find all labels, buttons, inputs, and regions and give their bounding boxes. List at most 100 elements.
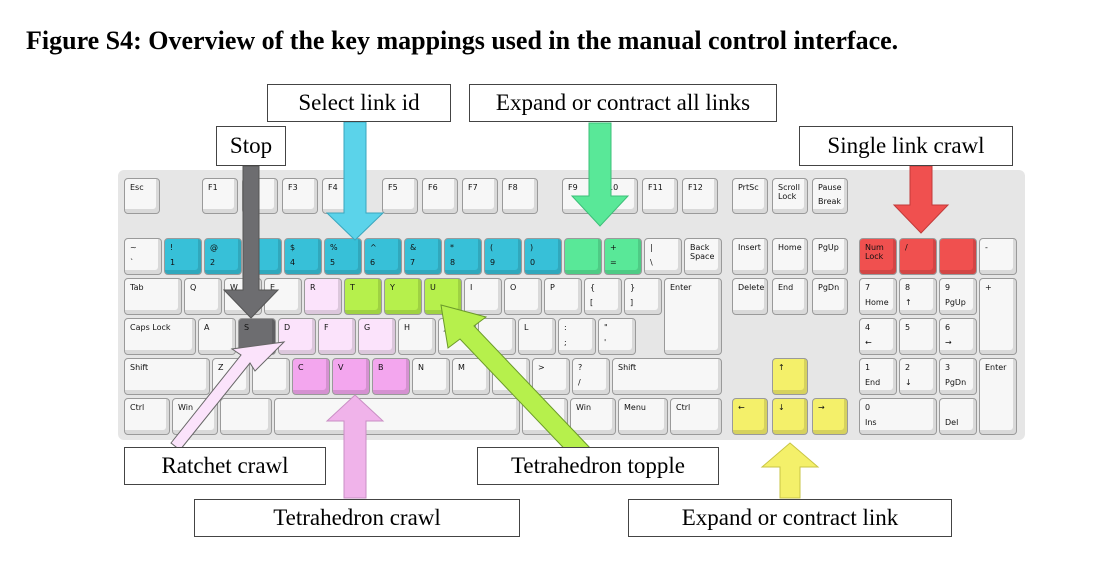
key-l[interactable]: L xyxy=(518,318,556,355)
key-rctrl[interactable]: Ctrl xyxy=(670,398,722,435)
key-esc[interactable]: Esc xyxy=(124,178,160,214)
key-numlock[interactable]: Num Lock xyxy=(859,238,897,275)
key-f6[interactable]: F6 xyxy=(422,178,458,214)
key-np6[interactable]: 6→ xyxy=(939,318,977,355)
key-f5[interactable]: F5 xyxy=(382,178,418,214)
key-n[interactable]: N xyxy=(412,358,450,395)
key-k8[interactable]: *8 xyxy=(444,238,482,275)
key-rwin[interactable]: Win xyxy=(570,398,616,435)
key-g[interactable]: G xyxy=(358,318,396,355)
key-b[interactable]: B xyxy=(372,358,410,395)
key-np4[interactable]: 4← xyxy=(859,318,897,355)
key-backslash[interactable]: |\ xyxy=(644,238,682,275)
key-bottom-label: 0 xyxy=(530,258,536,267)
key-top-label: F5 xyxy=(388,183,398,192)
key-npdot[interactable]: Del xyxy=(939,398,977,435)
key-pgdn[interactable]: PgDn xyxy=(812,278,848,315)
key-slash[interactable]: ?/ xyxy=(572,358,610,395)
key-lalt[interactable] xyxy=(220,398,272,435)
key-npdiv[interactable]: / xyxy=(899,238,937,275)
key-t[interactable]: T xyxy=(344,278,382,315)
key-np8[interactable]: 8↑ xyxy=(899,278,937,315)
key-top-label: F12 xyxy=(688,183,703,192)
key-npenter[interactable]: Enter xyxy=(979,358,1017,435)
key-f1[interactable]: F1 xyxy=(202,178,238,214)
key-tab[interactable]: Tab xyxy=(124,278,182,315)
key-delete[interactable]: Delete xyxy=(732,278,768,315)
key-downarrow[interactable]: ↓ xyxy=(772,398,808,435)
key-tilde[interactable]: ~` xyxy=(124,238,162,275)
key-prtsc[interactable]: PrtSc xyxy=(732,178,768,214)
key-enter[interactable]: Enter xyxy=(664,278,722,355)
key-f7[interactable]: F7 xyxy=(462,178,498,214)
key-top-label: 9 xyxy=(945,283,951,292)
key-home[interactable]: Home xyxy=(772,238,808,275)
key-f11[interactable]: F11 xyxy=(642,178,678,214)
key-k0[interactable]: )0 xyxy=(524,238,562,275)
key-k5[interactable]: %5 xyxy=(324,238,362,275)
key-k2[interactable]: @2 xyxy=(204,238,242,275)
key-f8[interactable]: F8 xyxy=(502,178,538,214)
key-rightarrow[interactable]: → xyxy=(812,398,848,435)
key-a[interactable]: A xyxy=(198,318,236,355)
key-npminus[interactable]: - xyxy=(979,238,1017,275)
key-top-label: E xyxy=(270,283,276,292)
key-menu[interactable]: Menu xyxy=(618,398,668,435)
key-y[interactable]: Y xyxy=(384,278,422,315)
key-pgup[interactable]: PgUp xyxy=(812,238,848,275)
key-k4[interactable]: $4 xyxy=(284,238,322,275)
key-semicolon[interactable]: :; xyxy=(558,318,596,355)
key-o[interactable]: O xyxy=(504,278,542,315)
key-space[interactable] xyxy=(274,398,520,435)
key-d[interactable]: D xyxy=(278,318,316,355)
key-k7[interactable]: &7 xyxy=(404,238,442,275)
key-lctrl[interactable]: Ctrl xyxy=(124,398,170,435)
key-backspace[interactable]: Back Space xyxy=(684,238,722,275)
key-k6[interactable]: ^6 xyxy=(364,238,402,275)
key-q[interactable]: Q xyxy=(184,278,222,315)
key-k1[interactable]: !1 xyxy=(164,238,202,275)
key-np5[interactable]: 5 xyxy=(899,318,937,355)
key-top-label: B xyxy=(378,363,384,372)
key-k9[interactable]: (9 xyxy=(484,238,522,275)
label-ratchet-crawl: Ratchet crawl xyxy=(124,447,326,485)
label-expand-all-links: Expand or contract all links xyxy=(469,84,777,122)
key-npplus[interactable]: + xyxy=(979,278,1017,355)
key-npmul[interactable] xyxy=(939,238,977,275)
key-r[interactable]: R xyxy=(304,278,342,315)
key-i[interactable]: I xyxy=(464,278,502,315)
key-period[interactable]: > xyxy=(532,358,570,395)
key-v[interactable]: V xyxy=(332,358,370,395)
key-minus[interactable] xyxy=(564,238,602,275)
key-p[interactable]: P xyxy=(544,278,582,315)
key-top-label: S xyxy=(244,323,250,332)
key-rbracket[interactable]: }] xyxy=(624,278,662,315)
key-end[interactable]: End xyxy=(772,278,808,315)
key-leftarrow[interactable]: ← xyxy=(732,398,768,435)
key-rshift[interactable]: Shift xyxy=(612,358,722,395)
key-lbracket[interactable]: {[ xyxy=(584,278,622,315)
key-np2[interactable]: 2↓ xyxy=(899,358,937,395)
stop-arrow xyxy=(222,165,280,319)
key-c[interactable]: C xyxy=(292,358,330,395)
key-bottom-label: 9 xyxy=(490,258,496,267)
key-f12[interactable]: F12 xyxy=(682,178,718,214)
key-caps[interactable]: Caps Lock xyxy=(124,318,196,355)
key-equals[interactable]: += xyxy=(604,238,642,275)
key-bottom-label: / xyxy=(578,378,581,387)
key-top-label: F8 xyxy=(508,183,518,192)
key-lshift[interactable]: Shift xyxy=(124,358,210,395)
key-h[interactable]: H xyxy=(398,318,436,355)
key-scroll[interactable]: Scroll Lock xyxy=(772,178,808,214)
key-quote[interactable]: "' xyxy=(598,318,636,355)
key-f3[interactable]: F3 xyxy=(282,178,318,214)
key-insert[interactable]: Insert xyxy=(732,238,768,275)
key-uparrow[interactable]: ↑ xyxy=(772,358,808,395)
key-f[interactable]: F xyxy=(318,318,356,355)
